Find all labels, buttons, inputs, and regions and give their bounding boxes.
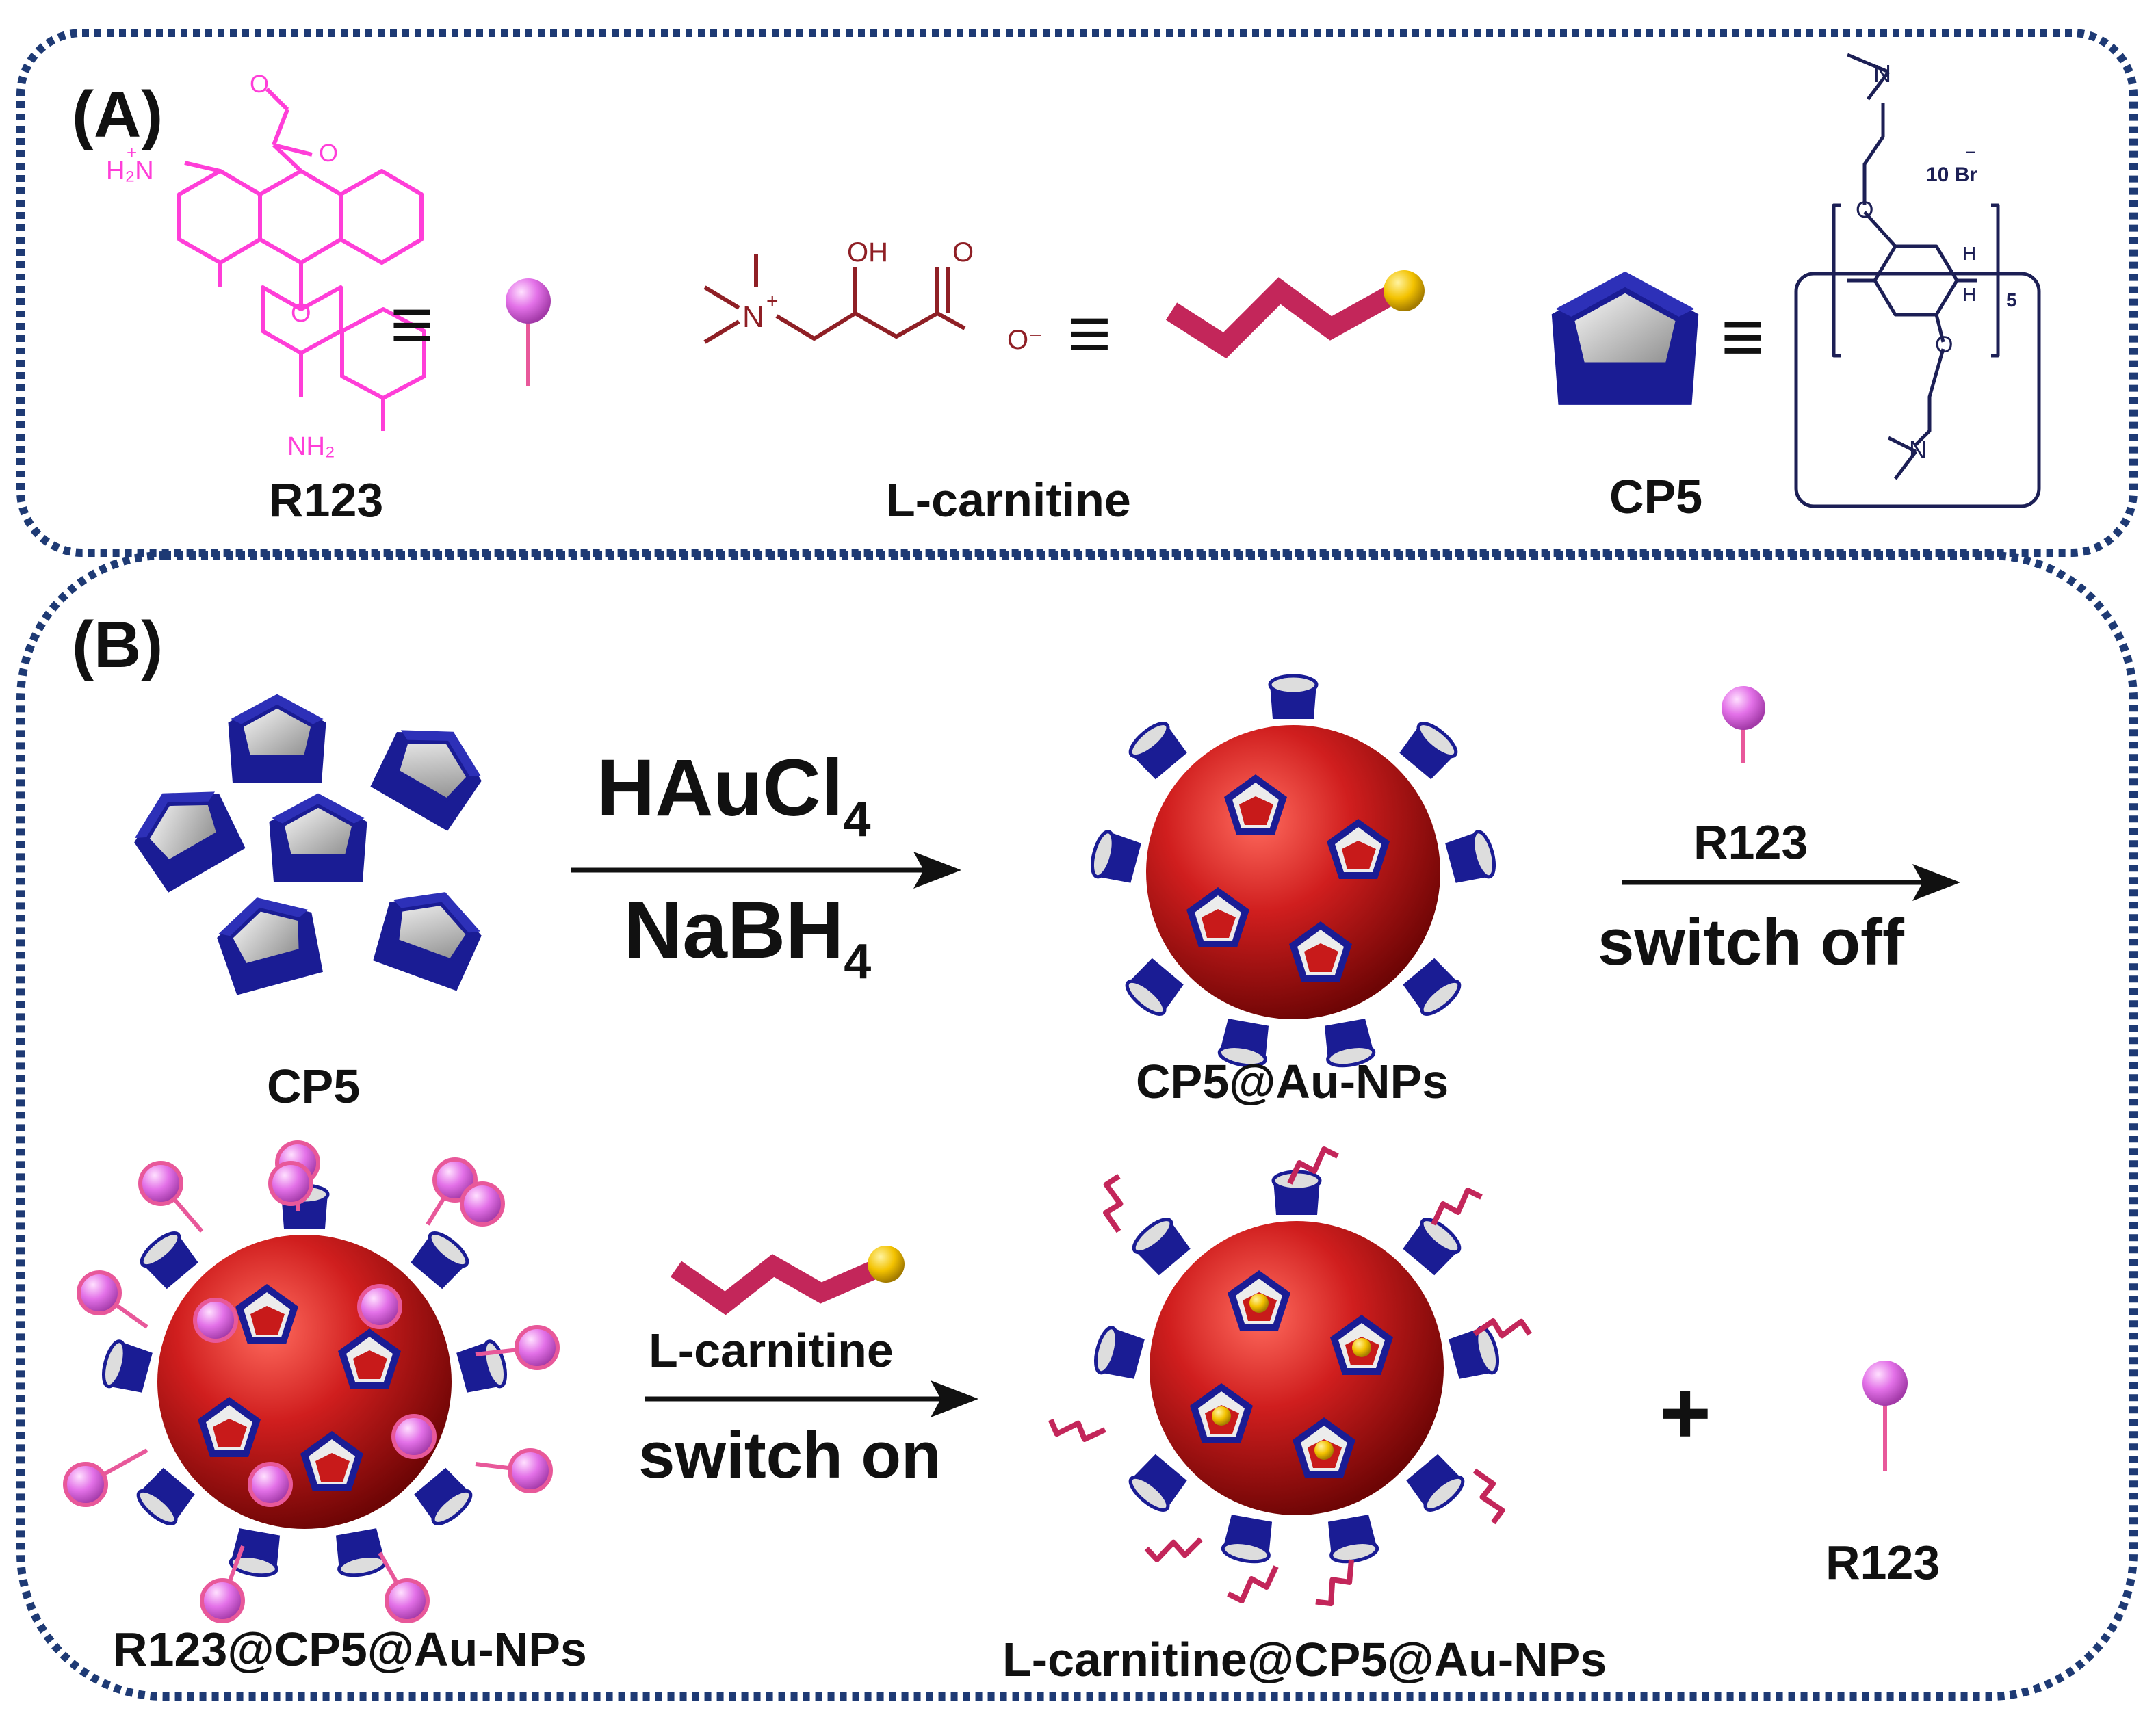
- step2-probe-icon: [1722, 686, 1765, 763]
- carnitine-atom-plus: +: [766, 290, 779, 313]
- r123-atom-plus: +: [127, 142, 137, 163]
- cp5-au-nanoparticle: [1088, 676, 1498, 1069]
- cp5-ring-icon: [1552, 272, 1699, 405]
- product1-label: CP5@Au-NPs: [1136, 1055, 1449, 1108]
- r123-atom-nh2: NH₂: [287, 432, 335, 461]
- cp5-atom-n-top: N: [1873, 60, 1891, 88]
- r123-probe-icon: [506, 278, 551, 386]
- carnitine-atom-o-top: O: [952, 237, 974, 267]
- cp5-ring-2: [367, 707, 496, 833]
- step1-reagent1-sub: 4: [844, 792, 871, 847]
- panel-b-frame: [16, 551, 2138, 1701]
- released-r123-label: R123: [1826, 1536, 1940, 1589]
- cp5-counter-minus: −: [1965, 142, 1976, 163]
- cp5-atom-o-bottom: O: [1935, 332, 1953, 358]
- carnitine-equiv-symbol: ≡: [1067, 291, 1111, 376]
- step3-carnitine-icon: [671, 1246, 905, 1315]
- cp5-ring-5: [209, 885, 327, 997]
- carnitine-atom-oh: OH: [847, 237, 888, 267]
- product2-label: R123@CP5@Au-NPs: [113, 1623, 587, 1676]
- cp5-counterion: 10 Br: [1926, 163, 1977, 186]
- product3-label: L-carnitine@CP5@Au-NPs: [1002, 1633, 1607, 1686]
- bound-r123-probes: [65, 1142, 558, 1621]
- plus-sign: +: [1659, 1363, 1711, 1463]
- carnitine-chain-icon: [1165, 270, 1425, 359]
- step2-reagent: R123: [1693, 815, 1808, 869]
- step2-arrow: [1622, 864, 1960, 901]
- cp5-atom-h2: H: [1962, 284, 1976, 305]
- carnitine-label: L-carnitine: [886, 473, 1131, 527]
- cp5-ring-4: [270, 794, 367, 882]
- step1-reagent1: HAuCl4: [597, 743, 871, 847]
- panel-b-letter: (B): [72, 608, 163, 681]
- step1-reagent2-text: NaBH: [624, 885, 844, 975]
- cp5-repeat-n: 5: [2006, 289, 2017, 311]
- carnitine-cp5-au-nanoparticle: [1046, 1149, 1533, 1608]
- cp5-label-b: CP5: [267, 1060, 360, 1113]
- step1-reagent1-text: HAuCl: [597, 743, 844, 833]
- r123-label: R123: [269, 473, 383, 527]
- step3-action: switch on: [638, 1419, 941, 1492]
- cp5-ring-1: [229, 694, 326, 783]
- cp5-ring-3: [120, 769, 249, 895]
- cp5-ring-cluster: [120, 694, 495, 997]
- carnitine-atom-o-minus: O⁻: [1007, 325, 1043, 355]
- r123-cp5-au-nanoparticle: [65, 1142, 558, 1621]
- step2-action: switch off: [1598, 906, 1905, 979]
- r123-equiv-symbol: ≡: [390, 283, 434, 367]
- step3-arrow: [645, 1380, 978, 1417]
- cp5-structure: N N 10 Br − O O H H 5: [1794, 53, 2041, 508]
- cp5-atom-o-top: O: [1856, 197, 1873, 223]
- released-r123-probe: [1862, 1361, 1908, 1471]
- r123-atom-o-ring: O: [291, 299, 311, 328]
- step3-reagent: L-carnitine: [649, 1324, 894, 1377]
- cp5-atom-h1: H: [1962, 243, 1976, 264]
- r123-atom-h2n: H₂N: [106, 157, 154, 185]
- panel-a-letter: (A): [72, 78, 163, 151]
- carnitine-atom-n: N: [742, 300, 764, 334]
- cp5-label-a: CP5: [1609, 470, 1702, 523]
- step1-arrow: [571, 852, 961, 889]
- step1-reagent2-sub: 4: [844, 934, 871, 989]
- cp5-atom-n-bottom: N: [1909, 436, 1927, 464]
- r123-atom-o-ester1: O: [250, 70, 269, 98]
- bound-carnitine-chains: [1046, 1149, 1533, 1608]
- r123-structure: H₂N + O O O NH₂: [106, 70, 426, 461]
- carnitine-structure: N + OH O O⁻: [703, 237, 1043, 355]
- r123-atom-o-ester2: O: [319, 139, 338, 167]
- step1-reagent2: NaBH4: [624, 885, 871, 989]
- cp5-equiv-symbol: ≡: [1721, 295, 1765, 379]
- cp5-ring-6: [369, 876, 491, 993]
